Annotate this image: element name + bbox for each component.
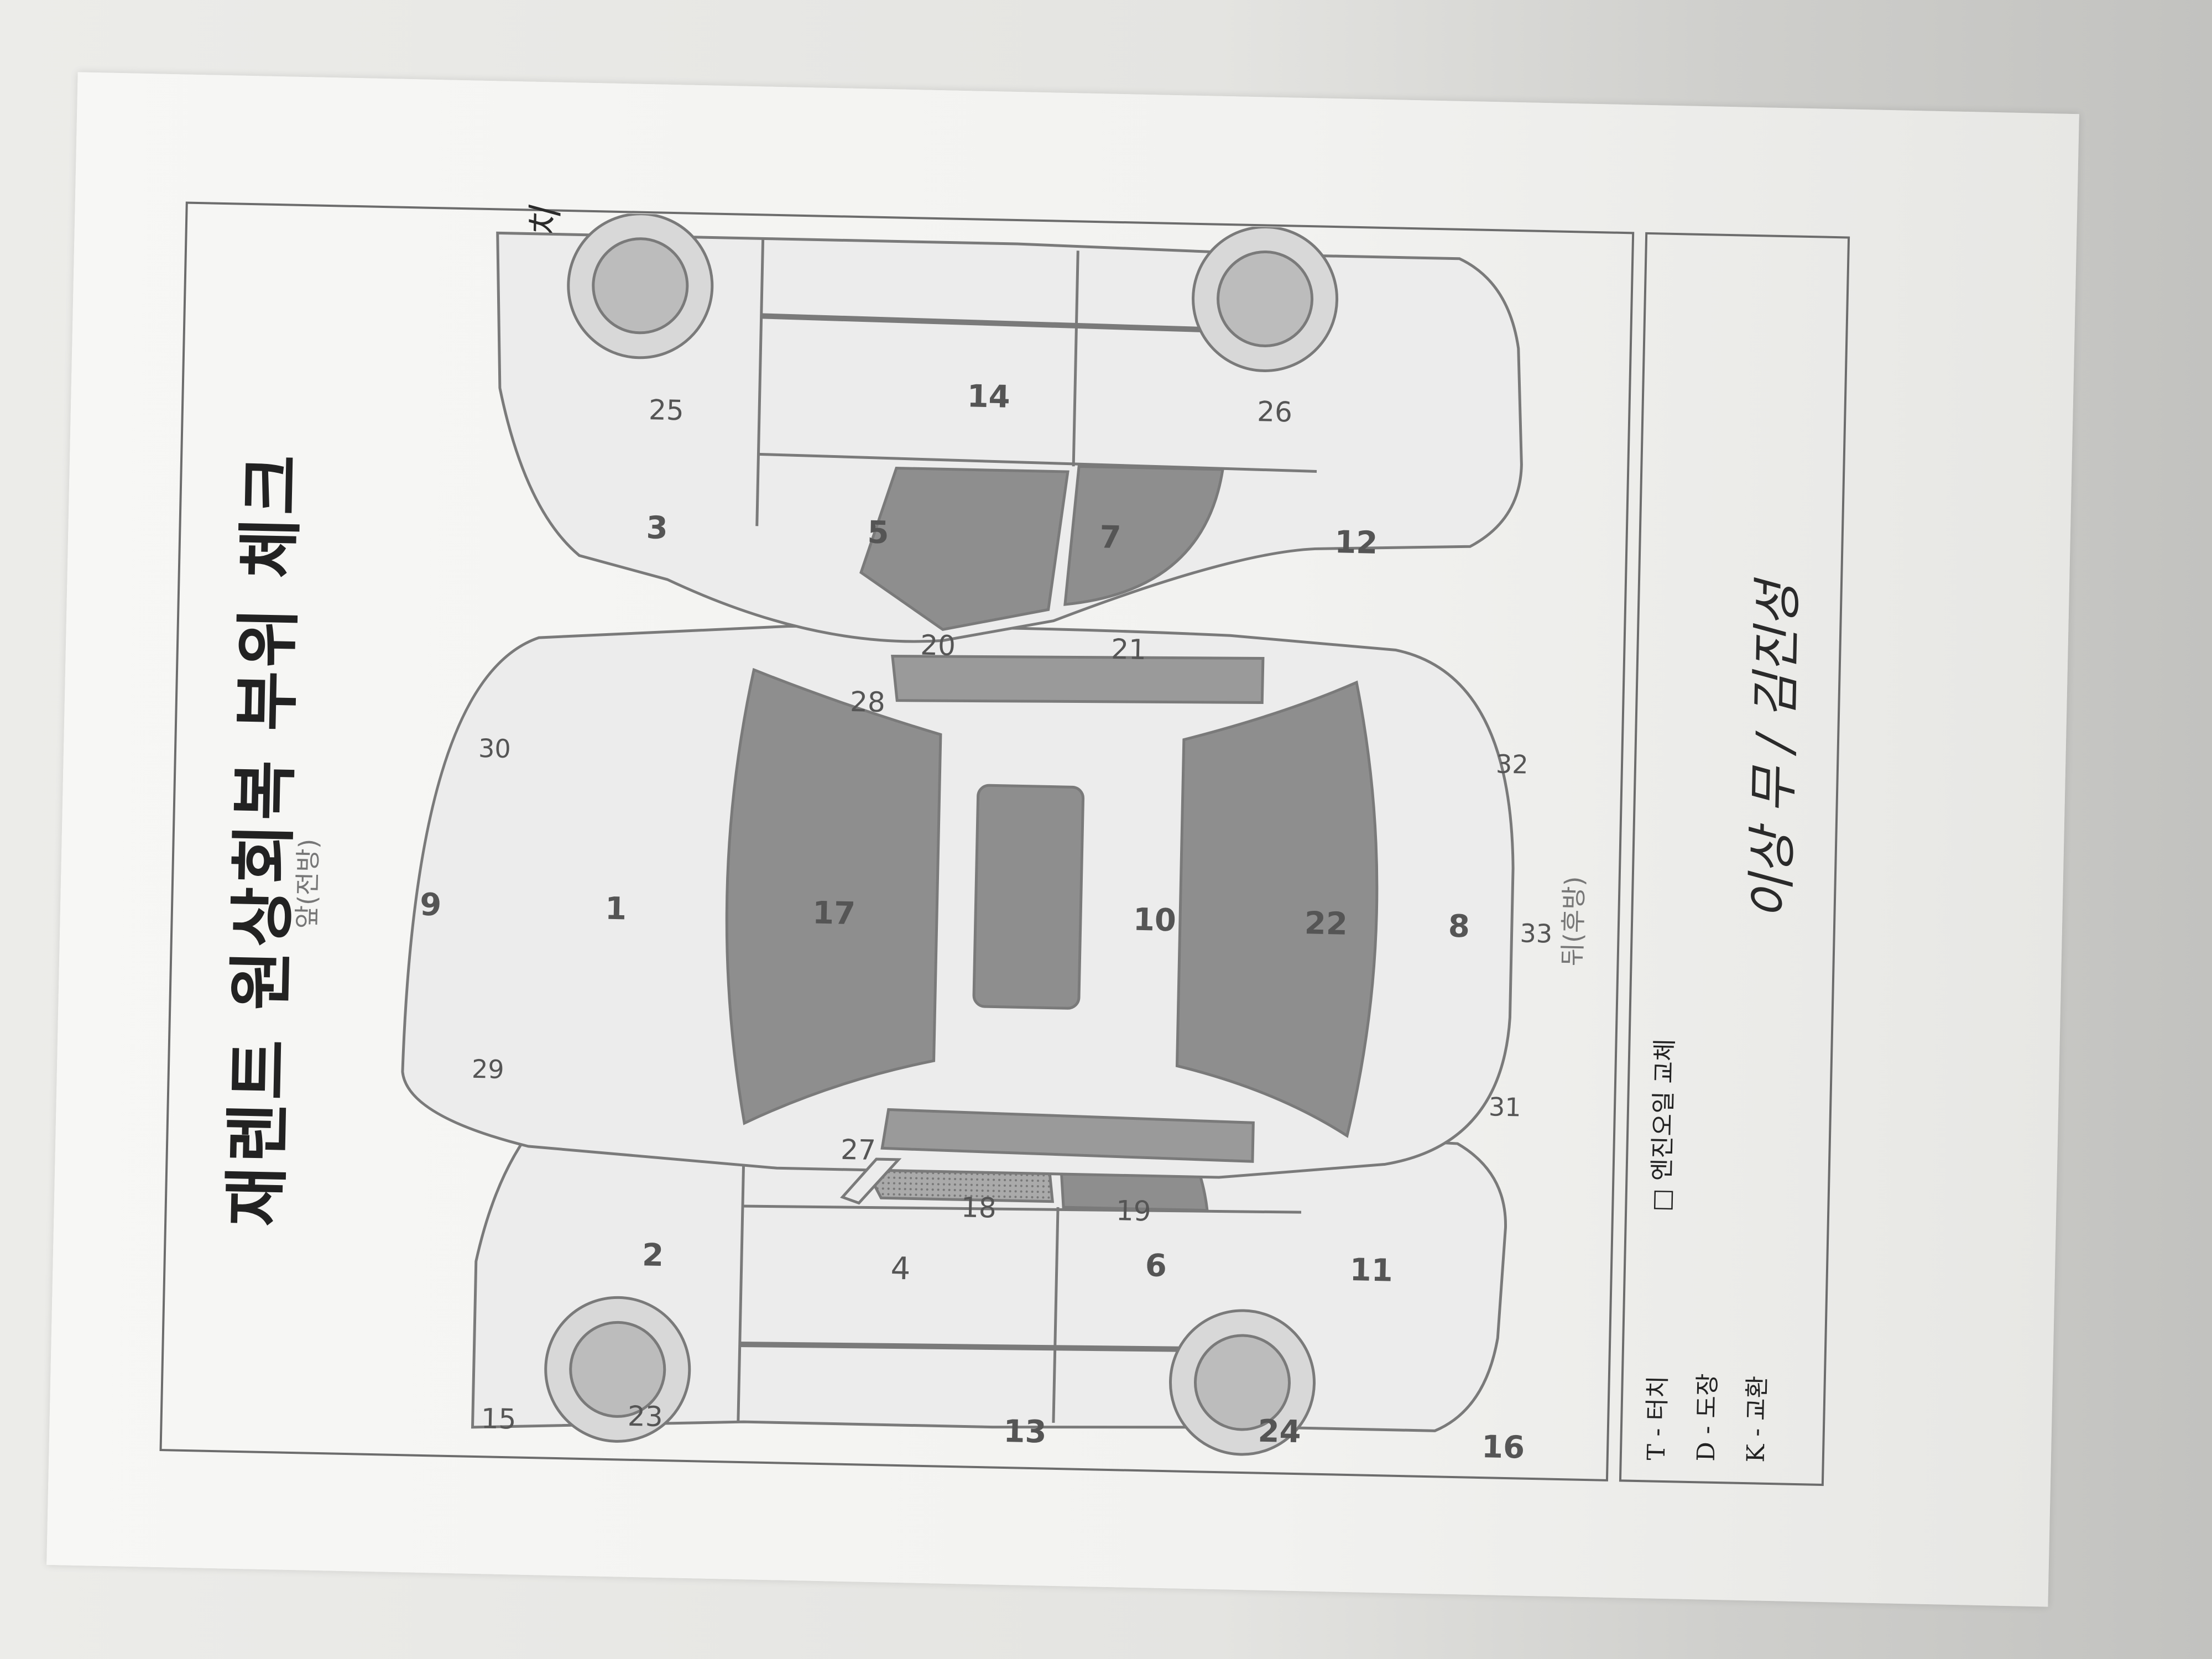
- part-number: 17: [812, 895, 856, 932]
- part-number: 11: [1349, 1252, 1394, 1289]
- part-number: 27: [840, 1133, 877, 1167]
- part-number: 26: [1256, 395, 1293, 429]
- right-front-window: [859, 467, 1070, 632]
- part-number: 9: [419, 886, 442, 924]
- part-number: 21: [1110, 633, 1147, 666]
- right-side-view: [496, 212, 1523, 643]
- part-number: 28: [849, 685, 886, 719]
- part-number: 25: [648, 394, 685, 427]
- part-number: 12: [1334, 524, 1378, 561]
- part-number: 30: [478, 733, 512, 764]
- part-number: 5: [867, 514, 890, 551]
- engine-oil-checkbox[interactable]: □ 엔진오일 교체: [1647, 1038, 1679, 1212]
- legend-paint: D - 도장: [1692, 1373, 1723, 1462]
- top-rear-window: [1175, 680, 1379, 1138]
- part-number: 10: [1133, 901, 1177, 939]
- right-rear-window: [1063, 465, 1224, 606]
- top-view: [401, 598, 1515, 1205]
- part-number: 32: [1495, 749, 1529, 780]
- part-number: 2: [641, 1237, 664, 1274]
- part-number: 18: [961, 1191, 997, 1224]
- part-number: 22: [1304, 905, 1348, 942]
- part-number: 8: [1448, 908, 1470, 945]
- part-number: 7: [1099, 519, 1122, 556]
- part-number: 15: [481, 1402, 517, 1436]
- legend-touch: T - 터치: [1642, 1375, 1672, 1461]
- car-diagram: [401, 212, 1523, 1456]
- legend-replace: K - 교환: [1741, 1375, 1772, 1463]
- part-number: 6: [1145, 1248, 1167, 1285]
- top-windshield: [725, 667, 942, 1125]
- part-number: 24: [1257, 1413, 1302, 1451]
- part-number: 31: [1488, 1092, 1522, 1123]
- part-number: 29: [471, 1053, 505, 1084]
- part-number: 14: [967, 378, 1011, 415]
- part-number: 1: [604, 890, 627, 927]
- part-number: 23: [627, 1400, 664, 1433]
- part-number: 20: [920, 629, 956, 662]
- handwritten-signature: 이상 무 / 김진성: [1742, 581, 1808, 921]
- part-number: 3: [645, 510, 669, 546]
- part-number: 16: [1481, 1429, 1525, 1466]
- top-sunroof: [972, 784, 1085, 1010]
- part-number: 4: [890, 1250, 911, 1287]
- part-number: 33: [1520, 918, 1553, 949]
- paper-sheet: 재렌트 원상회복 부위 체크 앞(전방) 뒤(후방) T - 터치 D - 도장…: [46, 72, 2079, 1607]
- part-number: 13: [1003, 1413, 1047, 1451]
- part-number: 19: [1115, 1194, 1152, 1228]
